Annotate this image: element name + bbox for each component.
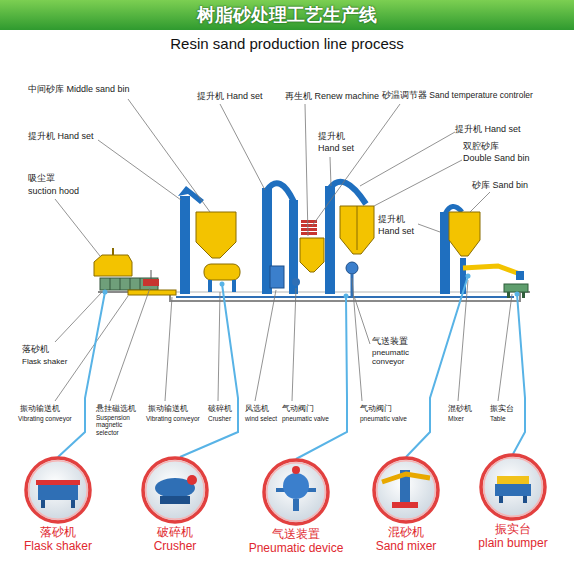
renew-machine xyxy=(300,238,324,272)
vibrating-conveyor xyxy=(128,290,176,295)
callout-label: Hand set xyxy=(318,143,354,153)
elevator-head xyxy=(178,186,204,204)
photo-pneumatic-device xyxy=(265,461,327,523)
title-banner xyxy=(0,0,574,30)
callout-label: 提升机 xyxy=(378,214,405,224)
callout-label: 提升机 Hand set xyxy=(197,91,263,101)
suction-hood xyxy=(94,255,132,276)
callout-label: 提升机 Hand set xyxy=(455,124,521,134)
photo-caption: 振实台 xyxy=(495,522,531,536)
callout-label: 气送装置 xyxy=(372,336,408,346)
callout-label: 气动阀门 xyxy=(360,404,392,413)
callout-lines xyxy=(58,276,525,459)
callout-label: Vibrating conveyor xyxy=(18,415,72,422)
callout-label: 吸尘罩 xyxy=(28,173,55,183)
callout-label: Hand set xyxy=(378,226,414,236)
elevator xyxy=(180,196,190,294)
pneumatic-tank xyxy=(346,262,358,274)
callout-label: 提升机 Hand set xyxy=(28,131,94,141)
photo-flask-shaker xyxy=(27,459,89,521)
duct xyxy=(112,248,114,255)
mixer-arm xyxy=(463,266,520,274)
photo-caption: Pneumatic device xyxy=(249,541,344,555)
callout-label: Mixer xyxy=(448,415,464,422)
valve xyxy=(292,278,300,286)
callout-label: 振动输送机 xyxy=(20,404,60,413)
callout-label: suction hood xyxy=(28,186,79,196)
photo-callout: 落砂机Flask shaker xyxy=(3,455,113,553)
photo-caption: Crusher xyxy=(154,539,197,553)
photo-sand-mixer xyxy=(375,459,437,521)
middle-bin xyxy=(196,212,236,258)
photo-caption: 气送装置 xyxy=(272,527,320,541)
photo-callout: 破碎机Crusher xyxy=(120,455,230,553)
photo-caption: 混砂机 xyxy=(388,525,424,539)
sand-bin xyxy=(449,212,480,256)
callout-label: 混砂机 xyxy=(448,404,472,413)
callout-label: 再生机 Renew machine xyxy=(285,91,379,101)
callout-label: 双腔砂库 xyxy=(463,141,499,151)
flask-shaker xyxy=(100,278,158,290)
elevator xyxy=(325,186,335,294)
mixer-head xyxy=(516,271,524,280)
photo-callout: 气送装置Pneumatic device xyxy=(241,457,351,555)
photo-callout: 混砂机Sand mixer xyxy=(351,455,461,553)
photo-caption: 破碎机 xyxy=(157,525,193,539)
callout-label: 振动输送机 xyxy=(148,404,188,413)
callout-label: Crusher xyxy=(208,415,231,422)
callout-dots xyxy=(103,274,520,299)
callout-label: Flask shaker xyxy=(22,357,67,366)
photo-caption: 落砂机 xyxy=(40,525,76,539)
callout-label: 风选机 xyxy=(245,404,269,413)
callout-label: pneumatic valve xyxy=(282,415,329,422)
callout-label: 气动阀门 xyxy=(282,404,314,413)
callout-label: 破碎机 xyxy=(208,404,232,413)
photo-caption: Sand mixer xyxy=(376,539,437,553)
compaction-table xyxy=(504,284,528,298)
callout-label: pneumatic valve xyxy=(360,415,407,422)
subtitle-text: Resin sand production line process xyxy=(0,35,574,52)
photo-caption: plain bumper xyxy=(478,536,547,550)
callout-label: 悬挂磁选机 xyxy=(96,404,136,413)
bin-divider xyxy=(357,206,358,250)
magnetic-selector xyxy=(143,279,159,286)
photo-crusher xyxy=(144,459,206,521)
callout-label: 落砂机 xyxy=(22,344,49,354)
photo-plain-bumper xyxy=(482,456,544,518)
callout-label: Vibrating conveyor xyxy=(146,415,200,422)
callout-label: 提升机 xyxy=(318,131,345,141)
photo-callout: 振实台plain bumper xyxy=(458,452,568,550)
callout-label: Table xyxy=(490,415,506,422)
callout-label: Suspension magnetic selector xyxy=(96,414,142,436)
hanger xyxy=(151,270,152,279)
title-text: 树脂砂处理工艺生产线 xyxy=(0,0,574,30)
callout-label: pneumatic conveyor xyxy=(372,348,422,366)
callout-label: 中间砂库 Middle sand bin xyxy=(28,84,130,94)
callout-label: wind select xyxy=(245,415,277,422)
double-bin xyxy=(340,206,374,254)
callout-label: 振实台 xyxy=(490,404,514,413)
callout-label: Double Sand bin xyxy=(463,153,530,163)
photo-caption: Flask shaker xyxy=(24,539,92,553)
wind-selector xyxy=(270,266,284,288)
callout-label: 砂温调节器 Sand temperature controler xyxy=(382,91,533,101)
callout-label: 砂库 Sand bin xyxy=(472,180,528,190)
elevator-head xyxy=(267,183,294,202)
